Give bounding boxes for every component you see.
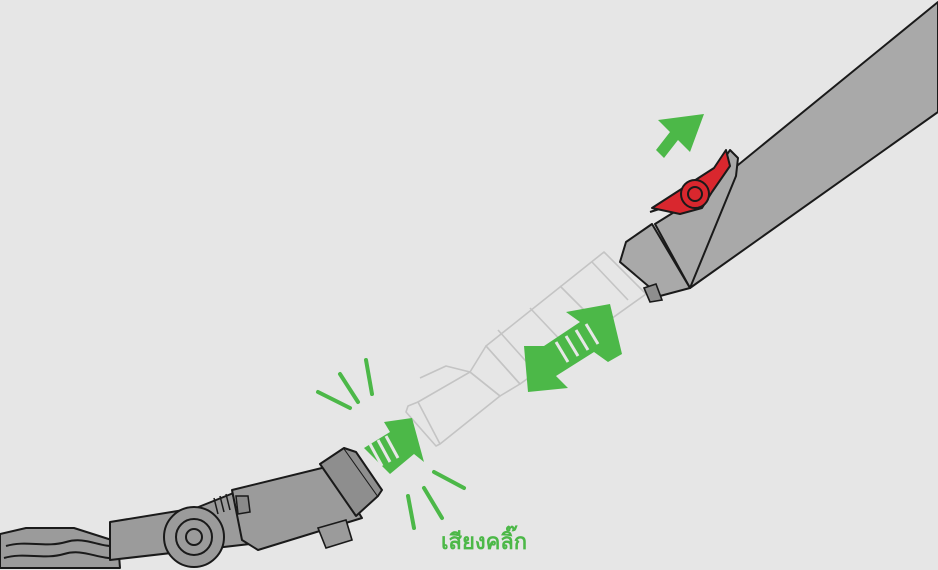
click-sound-label: เสียงคลิ๊ก	[441, 530, 528, 555]
cleaner-head	[0, 447, 383, 569]
insert-arrow-icon	[364, 418, 424, 474]
click-sound-marks-top	[316, 358, 374, 410]
press-arrow-icon	[656, 114, 704, 158]
ghost-wand-section	[405, 251, 647, 447]
click-sound-marks-bottom	[406, 470, 466, 530]
insert-arrow-stripes	[368, 435, 400, 467]
release-button	[651, 149, 731, 215]
extend-arrow-stripes	[554, 323, 600, 363]
